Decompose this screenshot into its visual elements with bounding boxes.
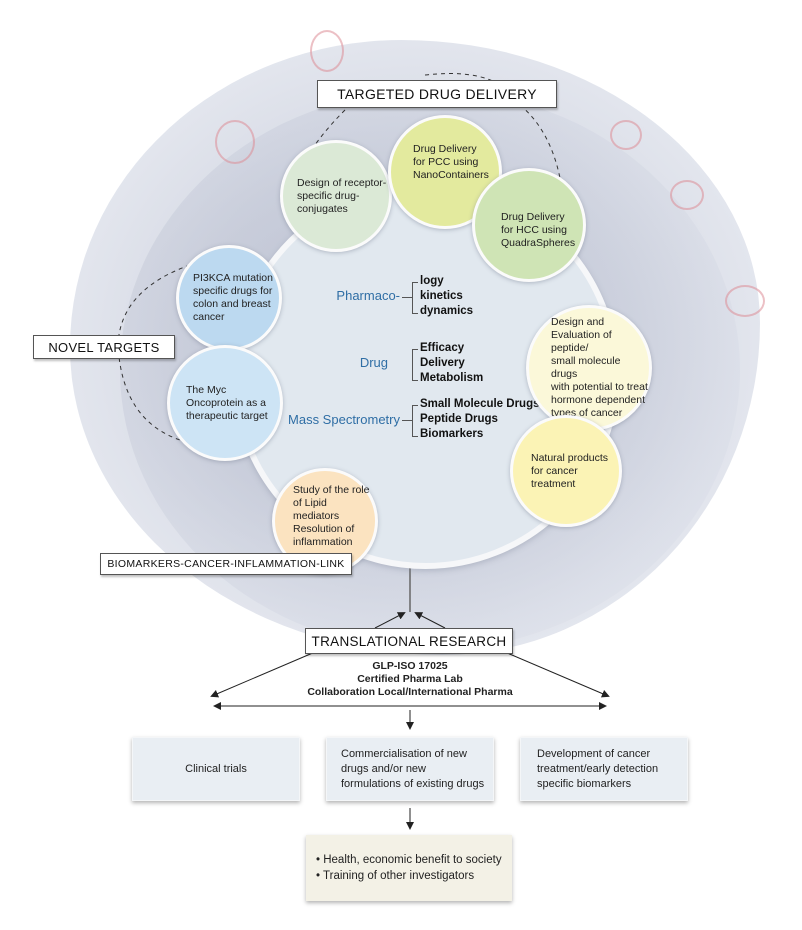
receptor-loop-decoration [215, 120, 255, 164]
outcome-text: Development of cancer treatment/early de… [537, 747, 659, 790]
core-item: kinetics [420, 290, 463, 302]
arrow-right-to-center [414, 612, 446, 629]
targeted-delivery-dashed-arc [424, 73, 496, 83]
bubble-text: Drug Delivery for PCC using NanoContaine… [413, 142, 489, 181]
receptor-loop-decoration [610, 120, 642, 150]
core-items-mass-spectrometry: Small Molecule Drugs Peptide Drugs Bioma… [420, 397, 540, 442]
core-term-drug: Drug [359, 355, 388, 370]
benefit-item: • Health, economic benefit to society [316, 854, 502, 866]
bubble-text: PI3KCA mutation specific drugs for colon… [193, 272, 273, 323]
bubble-text: Drug Delivery for HCC using QuadraSphere… [501, 210, 576, 249]
core-item: Efficacy [420, 342, 465, 354]
bracket [412, 349, 418, 381]
benefit-item: • Training of other investigators [316, 870, 475, 882]
receptor-loop-decoration [670, 180, 704, 210]
core-term-pharmaco: Pharmaco- [336, 288, 400, 303]
bracket-tick [402, 420, 412, 421]
outcome-commercialisation: Commercialisation of new drugs and/or ne… [326, 737, 494, 801]
receptor-loop-decoration [725, 285, 765, 317]
targeted-delivery-dashed-arc [519, 104, 561, 179]
bubble-text: Design and Evaluation of peptide/ small … [551, 316, 648, 419]
core-item: Biomarkers [420, 428, 484, 440]
label-biomarkers-link: BIOMARKERS-CANCER-INFLAMMATION-LINK [100, 553, 352, 575]
core-item: logy [420, 275, 444, 287]
certification-line-1: GLP-ISO 17025 [372, 660, 448, 672]
bubble-pcc-nanocontainers: Drug Delivery for PCC using NanoContaine… [388, 115, 502, 229]
core-term-mass-spectrometry: Mass Spectrometry [288, 412, 400, 427]
bracket [412, 405, 418, 437]
label-targeted-drug-delivery: TARGETED DRUG DELIVERY [317, 80, 557, 108]
outcome-text: Commercialisation of new drugs and/or ne… [341, 747, 485, 790]
outcome-biomarkers-development: Development of cancer treatment/early de… [520, 737, 688, 801]
arrow-left-to-center [374, 612, 406, 629]
bubble-receptor-conjugates: Design of receptor- specific drug- conju… [280, 140, 392, 252]
outcome-clinical-trials: Clinical trials [132, 737, 300, 801]
bracket [412, 282, 418, 314]
core-items-pharmaco: logy kinetics dynamics [420, 274, 473, 319]
bubble-myc-oncoprotein: The Myc Oncoprotein as a therapeutic tar… [167, 345, 283, 461]
core-item: Small Molecule Drugs [420, 398, 540, 410]
core-item: dynamics [420, 305, 474, 317]
benefits-box: • Health, economic benefit to society • … [306, 835, 512, 901]
bracket-tick [402, 297, 412, 298]
core-item: Metabolism [420, 372, 484, 384]
bubble-text: Design of receptor- specific drug- conju… [297, 176, 387, 215]
bubble-text: Study of the role of Lipid mediators Res… [293, 483, 370, 548]
certification-line-3: Collaboration Local/International Pharma [307, 686, 513, 698]
label-translational-research: TRANSLATIONAL RESEARCH [305, 628, 513, 654]
core-item: Delivery [420, 357, 465, 369]
bubble-pi3kca: PI3KCA mutation specific drugs for colon… [176, 245, 282, 351]
bubble-hcc-quadraspheres: Drug Delivery for HCC using QuadraSphere… [472, 168, 586, 282]
core-items-drug: Efficacy Delivery Metabolism [420, 341, 483, 386]
label-novel-targets: NOVEL TARGETS [33, 335, 175, 359]
bubble-natural-products: Natural products for cancer treatment [510, 415, 622, 527]
arrow-to-left [210, 651, 316, 698]
receptor-loop-decoration [310, 30, 344, 72]
certification-line-2: Certified Pharma Lab [357, 673, 463, 685]
bubble-hormone-dependent: Design and Evaluation of peptide/ small … [526, 305, 652, 431]
outcome-text: Clinical trials [185, 762, 247, 775]
bubble-text: The Myc Oncoprotein as a therapeutic tar… [186, 383, 268, 422]
bubble-text: Natural products for cancer treatment [531, 451, 609, 490]
core-item: Peptide Drugs [420, 413, 498, 425]
arrow-to-right [504, 651, 610, 698]
